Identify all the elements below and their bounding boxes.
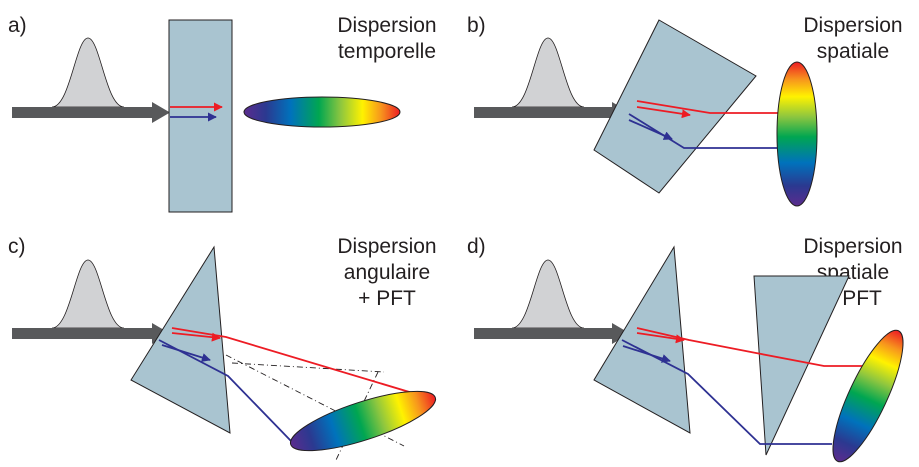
first-prism bbox=[593, 245, 691, 434]
output-tilted-spatial-spectrum bbox=[832, 329, 904, 463]
output-tilted-pulse-spectrum bbox=[289, 390, 437, 452]
input-beam bbox=[12, 328, 154, 339]
output-spatial-spectrum bbox=[776, 61, 818, 207]
blue-ray-arrow bbox=[161, 344, 211, 362]
red-ray bbox=[636, 327, 870, 367]
panel-title-line-1: Dispersion bbox=[803, 235, 902, 258]
input-pulse bbox=[511, 259, 585, 329]
blue-ray-arrow bbox=[628, 119, 673, 140]
panel-label: d) bbox=[467, 235, 486, 258]
panel-title-line-1: Dispersion bbox=[337, 235, 436, 258]
panel-title-line-3: + PFT bbox=[358, 287, 416, 310]
blue-ray bbox=[628, 113, 778, 149]
red-ray bbox=[171, 327, 437, 401]
input-beam bbox=[12, 107, 154, 118]
input-beam-arrowhead bbox=[152, 102, 170, 123]
red-ray-arrow bbox=[171, 332, 221, 342]
second-prism bbox=[753, 275, 850, 456]
input-beam bbox=[474, 107, 614, 118]
panel-title-line-2: spatiale bbox=[817, 40, 889, 63]
red-ray-arrow bbox=[636, 332, 685, 344]
glass-slab bbox=[168, 19, 233, 213]
panel-title-line-2: temporelle bbox=[338, 40, 436, 63]
output-pulse-spectrum bbox=[243, 96, 401, 128]
panel-title-line-1: Dispersion bbox=[803, 14, 902, 37]
input-pulse bbox=[51, 37, 125, 108]
red-ray-arrow bbox=[636, 106, 691, 119]
red-ray bbox=[636, 100, 778, 114]
panel-d: d) Dispersion spatiale + PFT bbox=[467, 235, 904, 463]
input-beam-arrowhead bbox=[612, 323, 630, 344]
input-pulse bbox=[511, 37, 585, 108]
panel-b: b) Dispersion spatiale bbox=[467, 14, 903, 207]
panel-label: a) bbox=[8, 14, 27, 37]
panel-label: c) bbox=[8, 235, 26, 258]
panel-title-line-1: Dispersion bbox=[337, 14, 436, 37]
blue-ray-arrow bbox=[622, 345, 671, 363]
prism bbox=[130, 245, 231, 434]
reference-dashed-line bbox=[231, 362, 385, 373]
panel-a: a) Dispersion temporelle bbox=[8, 14, 437, 213]
panel-label: b) bbox=[467, 14, 486, 37]
panel-c: c) Dispersion angulaire + PFT bbox=[8, 235, 437, 461]
input-beam bbox=[474, 328, 614, 339]
panel-title-line-2: angulaire bbox=[344, 261, 430, 284]
input-pulse bbox=[51, 259, 125, 329]
